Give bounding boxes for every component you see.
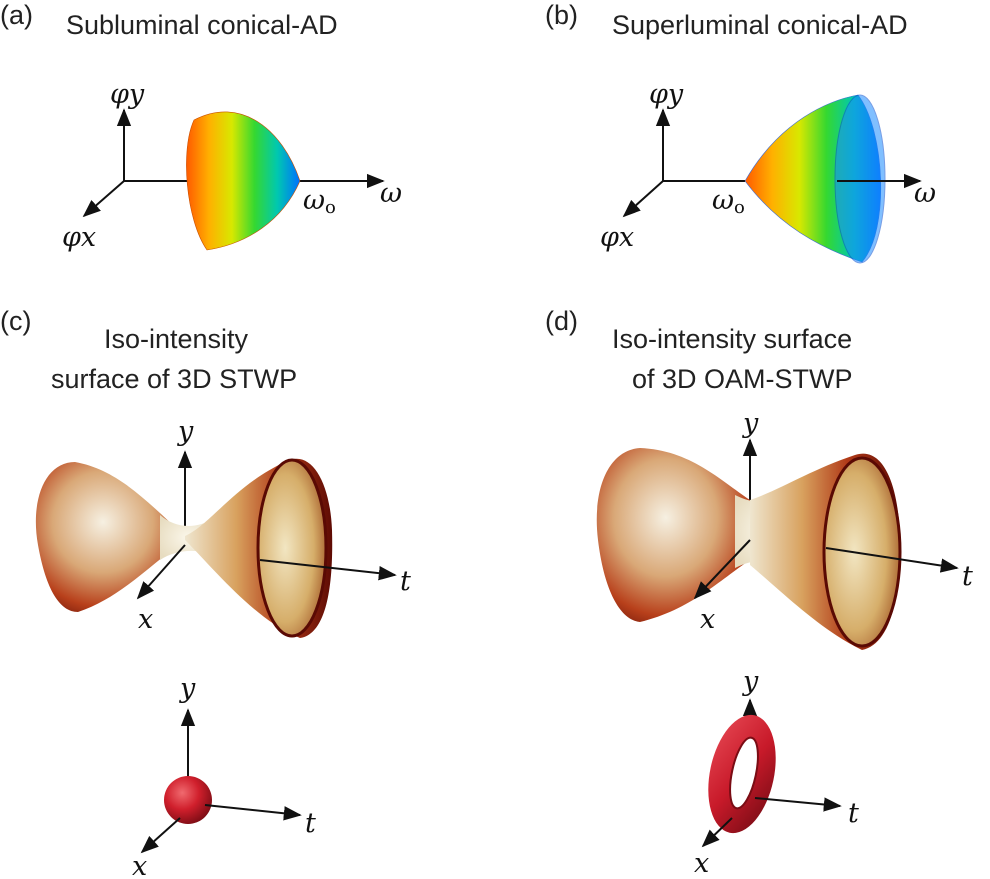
axis-label-phix-b: φx [600, 222, 634, 253]
axis-label-x-c2: x [132, 851, 147, 879]
axis-label-t-d2: t [848, 798, 859, 829]
panel-d-tag: (d) [545, 306, 578, 336]
oam-right-opening [822, 456, 902, 648]
panel-b-title: Superluminal conical-AD [612, 10, 908, 40]
subluminal-spectrum-shape [186, 111, 301, 251]
axis-x-d [693, 539, 751, 600]
axis-t-d2 [754, 797, 842, 812]
axis-label-y-d2: y [742, 666, 759, 697]
axis-phix-a [82, 180, 125, 218]
superluminal-end-cap [834, 94, 886, 264]
stwp-right-opening [256, 458, 328, 638]
panel-b-diagram: φy φx ω ωo [600, 79, 936, 264]
panel-c-tag: (c) [0, 306, 32, 336]
axis-t-c2 [204, 804, 302, 821]
axis-label-t-d: t [962, 561, 973, 592]
omega0-sub-b: o [734, 197, 745, 218]
axis-x-d2 [701, 817, 733, 848]
omega0-symbol-a: ω [303, 185, 325, 216]
panel-a-diagram: φy φx ω ωo [62, 79, 402, 253]
omega0-label-a: ωo [303, 185, 336, 218]
stwp-spot [164, 776, 212, 824]
axis-t-d [825, 547, 959, 573]
axis-label-omega-b: ω [914, 178, 936, 209]
axis-label-x-d2: x [694, 848, 709, 879]
panel-d-title-line2: of 3D OAM-STWP [632, 364, 853, 394]
axis-label-t-c2: t [305, 808, 316, 839]
axis-phix-b [622, 180, 664, 218]
axis-label-x-d: x [700, 604, 715, 635]
panel-d-diagram: y x t [596, 408, 973, 650]
axis-label-x-c: x [138, 604, 153, 635]
omega0-sub-a: o [325, 197, 336, 218]
axis-label-phix-a: φx [62, 222, 96, 253]
panel-a-title: Subluminal conical-AD [66, 10, 338, 40]
axis-label-omega-a: ω [380, 178, 402, 209]
panel-a-tag: (a) [0, 0, 33, 30]
axis-x-c2 [140, 817, 181, 854]
axis-label-t-c: t [400, 566, 411, 597]
axis-label-phiy-b: φy [649, 79, 684, 110]
axis-label-y-c: y [177, 416, 194, 447]
axis-x-c [136, 544, 186, 600]
omega0-symbol-b: ω [712, 185, 734, 216]
panel-c-title-line1: Iso-intensity [104, 324, 249, 354]
stwp-left-lobe [35, 462, 185, 612]
axis-label-phiy-a: φy [110, 79, 145, 110]
oam-torus-hole [729, 736, 759, 810]
panel-c-spot: y t x [132, 673, 316, 879]
panel-c-title-line2: surface of 3D STWP [51, 364, 298, 394]
panel-d-spot: y t x [694, 666, 859, 879]
axis-label-y-c2: y [179, 673, 196, 704]
oam-left-lobe [596, 448, 750, 622]
panel-b-tag: (b) [545, 0, 578, 30]
axis-label-y-d: y [742, 408, 759, 439]
panel-d-title-line1: Iso-intensity surface [612, 324, 853, 354]
panel-c-diagram: y x t [35, 416, 411, 638]
omega0-label-b: ωo [712, 185, 745, 218]
axis-t-c [259, 559, 397, 581]
